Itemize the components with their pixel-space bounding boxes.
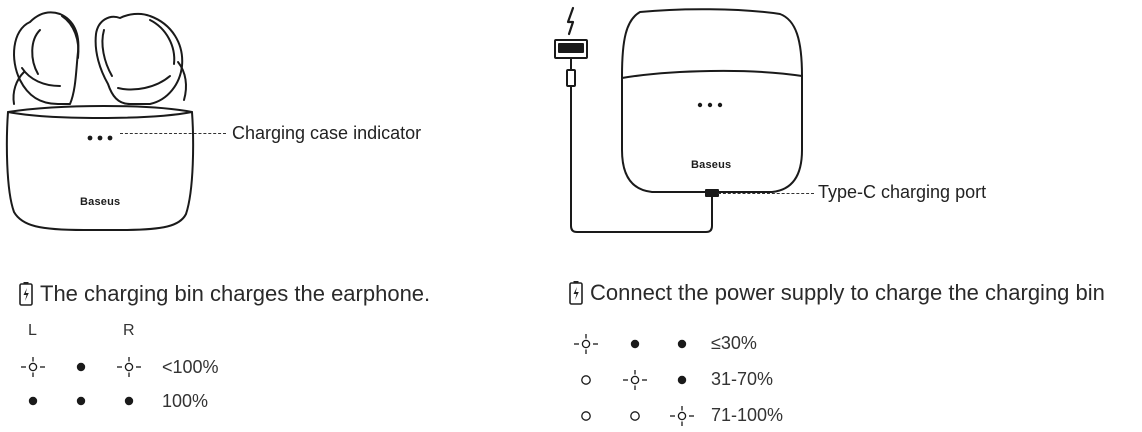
led-indicator [622,334,648,354]
left-earbud-column-label: L [28,322,37,339]
battery-charging-icon [19,282,33,306]
section-heading-text: Connect the power supply to charge the c… [590,280,1105,305]
led-indicator [573,406,599,426]
led-indicator [116,391,142,411]
section-heading-case-charging: Connect the power supply to charge the c… [568,280,1105,306]
right-earbud-column-label: R [123,322,135,339]
led-indicator [622,370,648,390]
led-indicator [116,357,142,377]
battery-level-label: 100% [162,391,209,411]
led-indicator [669,334,695,354]
battery-charging-icon [569,281,583,305]
case-indicator-leds [86,129,116,141]
charging-case-indicator-callout: Charging case indicator [232,123,422,143]
led-indicator [68,391,94,411]
brand-logo: Baseus [80,196,121,208]
battery-level-label: 71-100% [711,405,784,425]
led-indicator [68,357,94,377]
battery-level-label: 31-70% [711,369,774,389]
led-indicator [20,391,46,411]
battery-level-label: <100% [162,357,219,377]
earbuds-case-illustration [5,11,195,231]
brand-logo: Baseus [691,159,732,171]
section-heading-text: The charging bin charges the earphone. [40,281,431,306]
led-indicator [669,370,695,390]
led-indicator [573,334,599,354]
led-indicator [622,406,648,426]
type-c-charging-port-callout: Type-C charging port [818,182,987,202]
case-indicator-leds [697,96,723,108]
callout-leader-line [120,133,226,134]
led-indicator [20,357,46,377]
led-indicator [669,406,695,426]
callout-leader-line [718,193,814,194]
case-charging-illustration [554,6,803,233]
battery-level-label: ≤30% [711,333,757,353]
led-indicator [573,370,599,390]
section-heading-earphone-charging: The charging bin charges the earphone. [18,281,430,307]
